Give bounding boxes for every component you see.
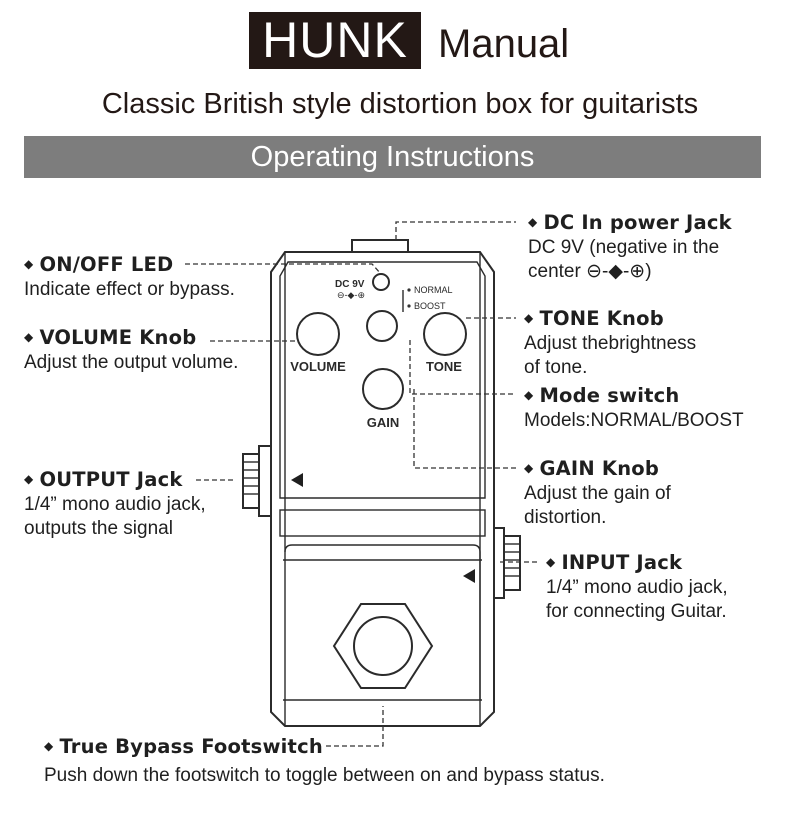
diamond-bullet-icon: ◆ (24, 257, 34, 271)
diamond-bullet-icon: ◆ (524, 388, 534, 402)
diamond-bullet-icon: ◆ (546, 555, 556, 569)
callout-desc: Adjust thebrightness (524, 333, 697, 354)
callout-title: TONE Knob (539, 307, 664, 330)
volume-knob-label: VOLUME (290, 359, 346, 374)
callout-desc: Push down the footswitch to toggle betwe… (44, 765, 605, 786)
callout-title: GAIN Knob (539, 457, 660, 480)
callout-tone: ◆ TONE Knob Adjust thebrightness of tone. (524, 306, 696, 380)
callout-title: Mode switch (539, 384, 680, 407)
callout-title: INPUT Jack (561, 551, 683, 574)
tone-knob-icon (423, 312, 467, 356)
brand-name: HUNK (262, 12, 408, 68)
manual-title: Manual (438, 22, 570, 66)
callout-input-jack: ◆ INPUT Jack 1/4” mono audio jack, for co… (546, 550, 728, 624)
callout-title: ON/OFF LED (39, 253, 174, 276)
callout-desc: outputs the signal (24, 518, 173, 539)
callout-title: VOLUME Knob (39, 326, 197, 349)
boost-dot-icon (407, 304, 411, 308)
normal-dot-icon (407, 288, 411, 292)
callout-desc: Models:NORMAL/BOOST (524, 410, 744, 431)
callout-gain: ◆ GAIN Knob Adjust the gain of distortion… (524, 456, 671, 530)
callout-desc: distortion. (524, 507, 607, 528)
callout-desc: Adjust the output volume. (24, 352, 239, 373)
mode-switch-icon (366, 310, 398, 342)
dc-polarity-icon: ⊖-◆-⊕ (337, 290, 365, 300)
input-arrow-icon (463, 569, 475, 583)
callout-desc: for connecting Guitar. (546, 601, 727, 622)
callout-desc: 1/4” mono audio jack, (24, 494, 206, 515)
callout-desc: center ⊖-◆-⊕) (528, 261, 652, 282)
diamond-bullet-icon: ◆ (528, 215, 538, 229)
brand-logo-box: HUNK (249, 12, 421, 69)
page-subtitle: Classic British style distortion box for… (101, 88, 699, 120)
callout-desc: Indicate effect or bypass. (24, 279, 235, 300)
callout-mode-switch: ◆ Mode switch Models:NORMAL/BOOST (524, 383, 744, 433)
dc-jack-icon (351, 239, 409, 253)
callout-title: True Bypass Footswitch (59, 735, 323, 758)
output-arrow-icon (291, 473, 303, 487)
mode-boost-label: BOOST (414, 301, 446, 311)
pedal-top-panel (279, 261, 486, 499)
callout-desc: Adjust the gain of (524, 483, 671, 504)
gain-knob-label: GAIN (367, 415, 400, 430)
callout-desc: DC 9V (negative in the (528, 237, 720, 258)
diamond-bullet-icon: ◆ (24, 472, 34, 486)
callout-footswitch: ◆ True Bypass Footswitch Push down the fo… (44, 734, 605, 788)
callout-desc: 1/4” mono audio jack, (546, 577, 728, 598)
callout-volume: ◆ VOLUME Knob Adjust the output volume. (24, 325, 238, 375)
callout-title: OUTPUT Jack (39, 468, 183, 491)
diamond-bullet-icon: ◆ (44, 739, 54, 753)
tone-knob-label: TONE (426, 359, 462, 374)
callout-output-jack: ◆ OUTPUT Jack 1/4” mono audio jack, outpu… (24, 467, 206, 541)
callout-desc: of tone. (524, 357, 588, 378)
diamond-bullet-icon: ◆ (524, 461, 534, 475)
section-banner: Operating Instructions (24, 136, 761, 178)
diamond-bullet-icon: ◆ (524, 311, 534, 325)
diamond-bullet-icon: ◆ (24, 330, 34, 344)
dc-label: DC 9V (335, 279, 365, 290)
callout-onoff-led: ◆ ON/OFF LED Indicate effect or bypass. (24, 252, 235, 302)
pedal-divider (279, 509, 486, 537)
volume-knob-icon (296, 312, 340, 356)
mode-normal-label: NORMAL (414, 285, 453, 295)
callout-title: DC In power Jack (543, 211, 732, 234)
gain-knob-icon (362, 368, 404, 410)
led-icon (372, 273, 390, 291)
callout-dc-in: ◆ DC In power Jack DC 9V (negative in the… (528, 210, 732, 284)
